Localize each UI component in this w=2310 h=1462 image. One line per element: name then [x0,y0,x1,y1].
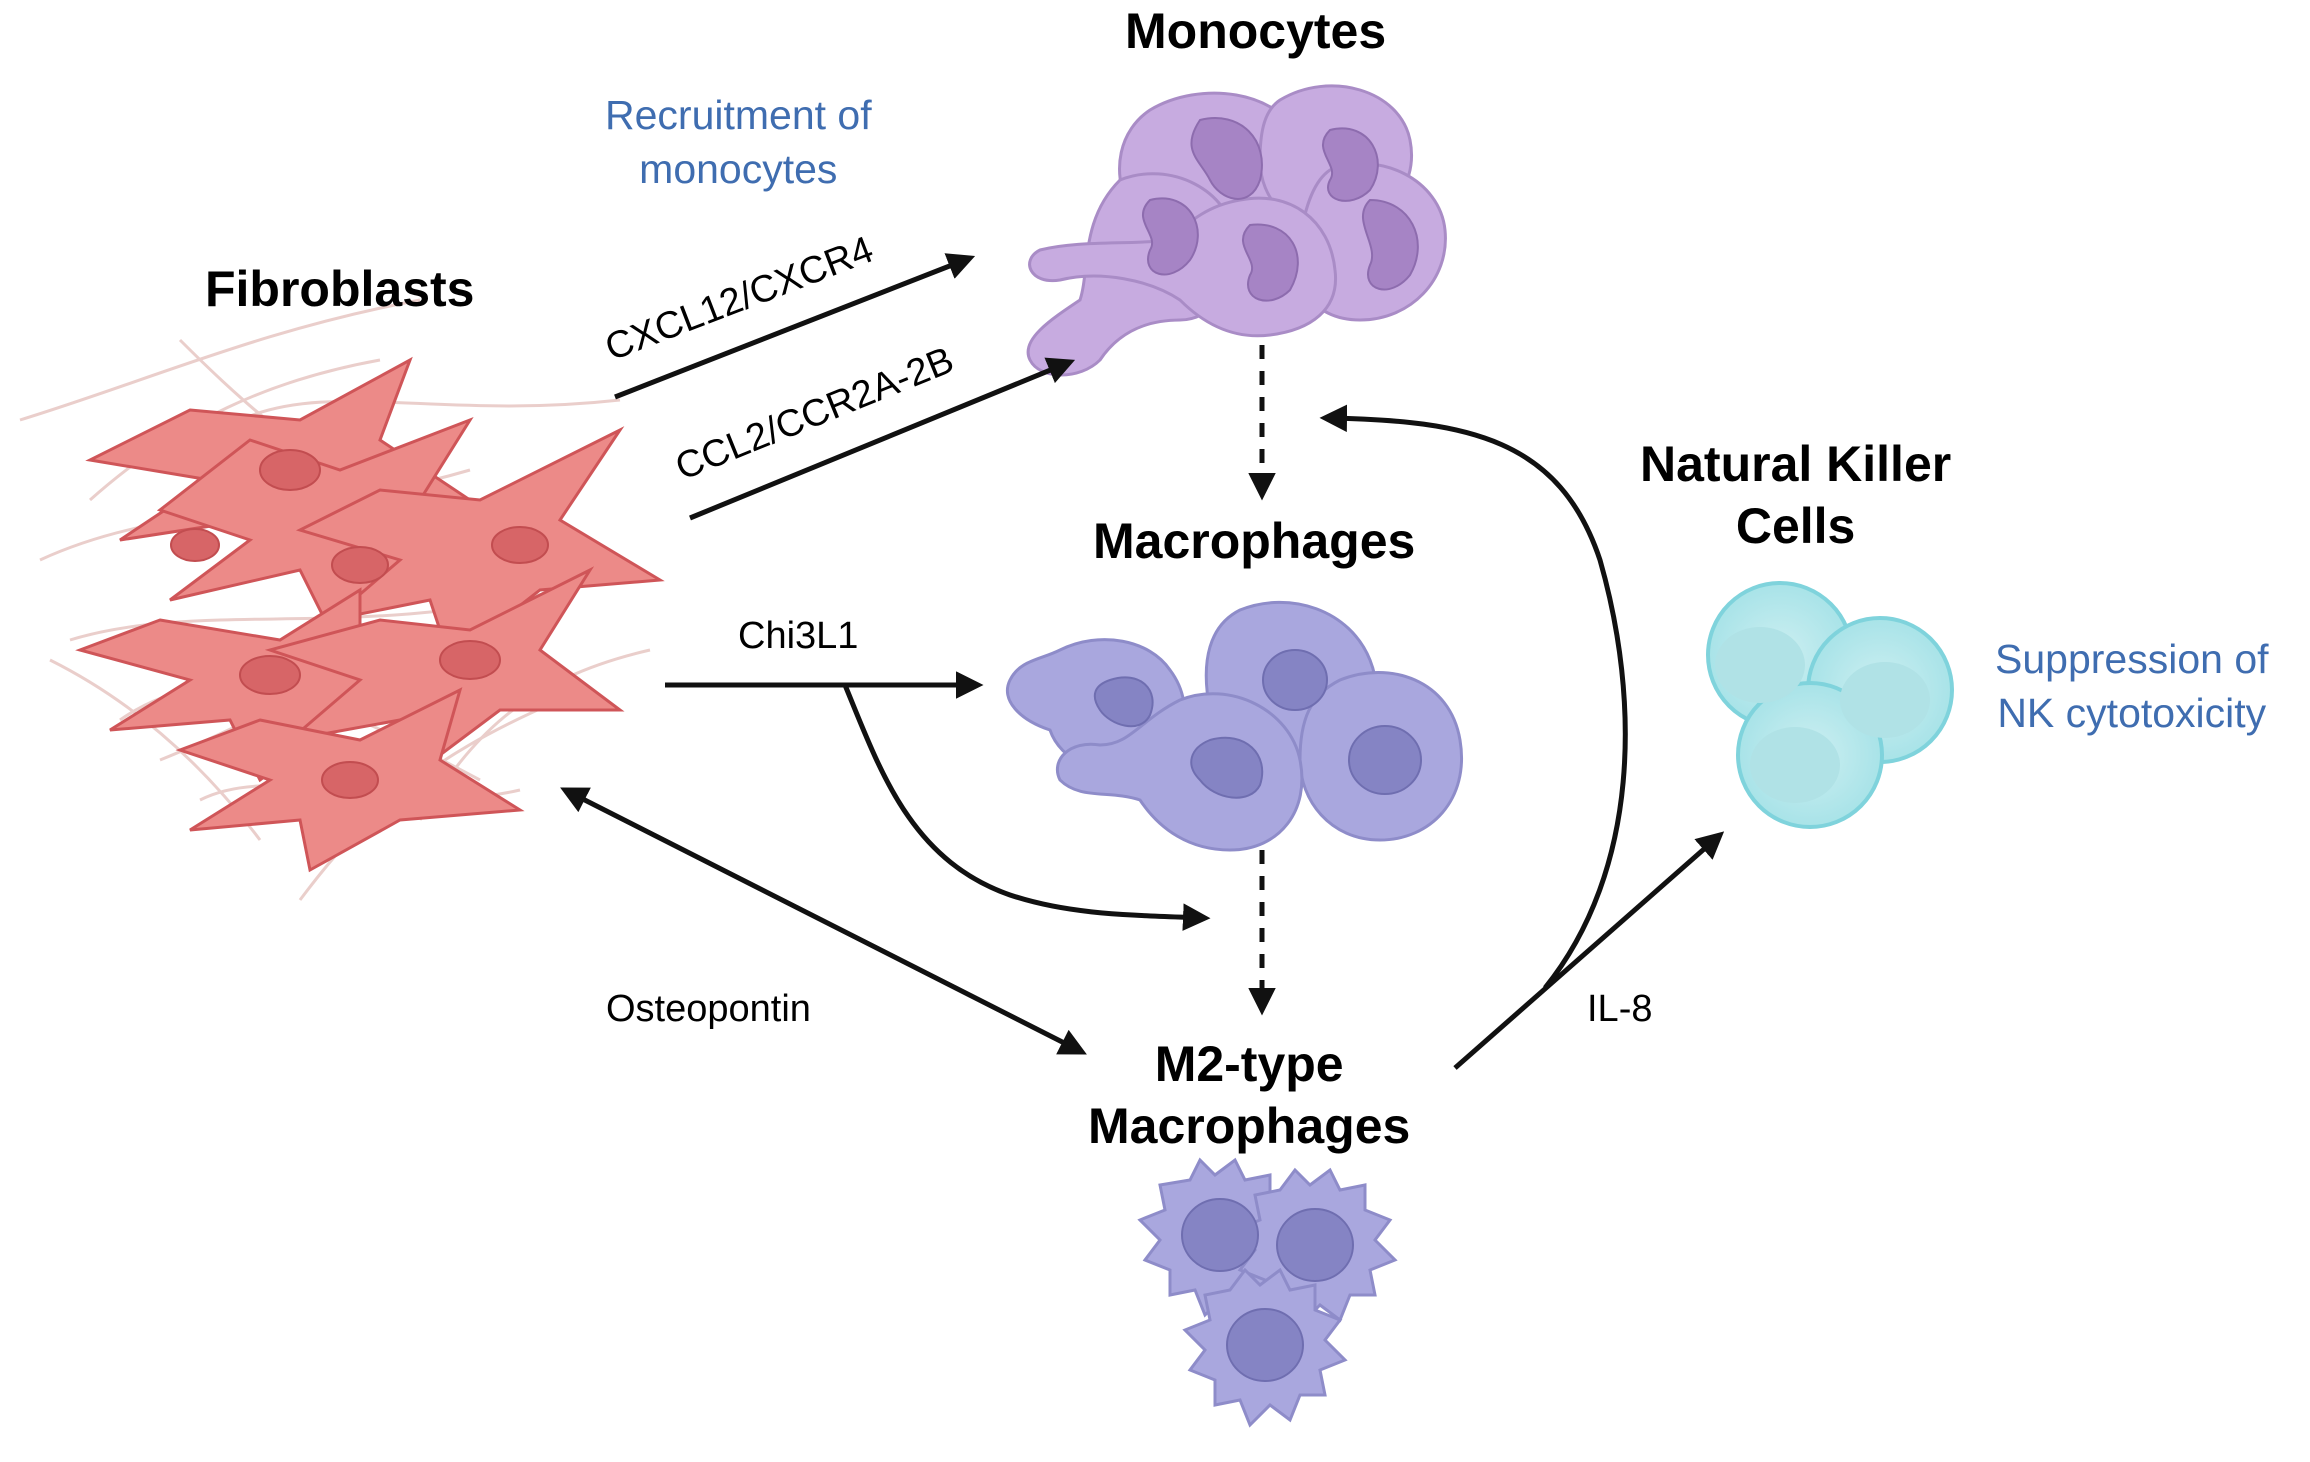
fibroblasts-label: Fibroblasts [205,261,475,317]
fibroblast-nucleus [170,528,220,562]
osteopontin-label: Osteopontin [606,988,811,1030]
arrow-il8-to-nk [1453,831,1725,1070]
m2-macrophage-nucleus [1226,1308,1304,1382]
nk-nucleus [1750,727,1840,803]
fibroblast-nucleus [331,546,389,584]
monocyte-nucleus [1142,197,1199,276]
m2-macrophage-nucleus [1181,1198,1259,1272]
fibroblast-nucleus [321,761,379,799]
nk-cells-label: Natural Killer Cells [1640,433,1951,557]
nk-nucleus [1715,627,1805,703]
suppression-line1: Suppression of [1995,636,2269,682]
macrophages-label: Macrophages [1093,513,1416,569]
arrows [560,253,1725,1070]
recruitment-line2: monocytes [639,146,838,192]
arrow-il8-to-monocytes [1319,404,1628,990]
macrophage-cell [1055,692,1304,852]
monocyte-nucleus [1362,198,1419,291]
fibroblast-cluster [75,356,665,873]
fibroblast-nucleus [439,640,501,680]
suppression-effect-label: Suppression of NK cytotoxicity [1995,632,2269,740]
chi3l1-label: Chi3L1 [738,615,859,657]
m2-macrophages-label: M2-type Macrophages [1088,1033,1410,1157]
macrophage-nucleus [1262,649,1328,711]
macrophage-nucleus [1093,676,1154,728]
recruitment-effect-label: Recruitment of monocytes [605,88,872,196]
m2-macrophage-cluster [1137,1157,1398,1428]
m2-label-line2: Macrophages [1088,1098,1411,1154]
suppression-line2: NK cytotoxicity [1997,690,2267,736]
il8-label: IL-8 [1587,988,1653,1030]
m2-label-line1: M2-type [1154,1036,1344,1092]
macrophage-cluster [1005,600,1463,852]
monocyte-cluster [1026,84,1447,377]
fibroblast-nucleus [239,655,301,695]
monocyte-nucleus [1242,223,1299,302]
nk-label-line2: Cells [1735,498,1856,554]
macrophage-nucleus [1190,736,1264,799]
arrow-osteopontin [560,787,1087,1055]
arrow-cxcl12-cxcr4 [614,253,976,400]
m2-macrophage-nucleus [1276,1208,1354,1282]
macrophage-nucleus [1348,725,1422,795]
nk-cell-cluster [1706,581,1954,829]
fibroblast-nucleus [491,526,549,564]
nk-nucleus [1840,662,1930,738]
fibroblast-nucleus [259,449,321,491]
recruitment-line1: Recruitment of [605,92,872,138]
monocytes-label: Monocytes [1125,3,1387,59]
arrow-ccl2-ccr2 [689,357,1076,521]
nk-label-line1: Natural Killer [1640,436,1952,492]
monocyte-nucleus [1322,127,1379,202]
monocyte-nucleus [1190,117,1263,200]
